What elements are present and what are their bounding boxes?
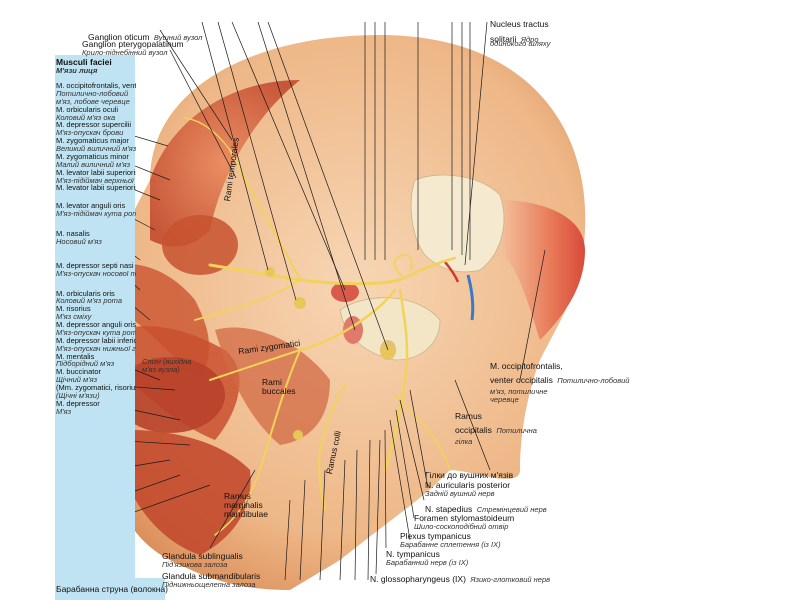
label-plexus-tympanicus: Plexus tympanicus Барабанне сплетення (і…	[400, 532, 501, 549]
label-foramen-stylomastoideum: Foramen stylomastoideum Шило-соскоподібн…	[414, 514, 514, 531]
muscle-item: M. levator labii superioris alaeque nasi	[56, 184, 136, 192]
muscle-item: М'яз-підіймач кута рота	[56, 210, 136, 218]
face-label-rami-buccales: Rami buccales	[262, 378, 296, 396]
muscle-panel-list: M. occipitofrontalis, venter Потилично-л…	[56, 82, 136, 416]
face-label-ramus-marginalis: Ramus marginalis mandibulae	[224, 492, 268, 519]
muscle-item: М'яз-опускач носової перегородки	[56, 270, 136, 278]
label-chorda-tympani-fibers: Барабанна струна (волокна)	[56, 580, 168, 597]
label-n-tympanicus: N. tympanicus Барабанний нерв (із IX)	[386, 550, 468, 567]
header-label-nucleus-tractus: Nucleus tractus	[490, 20, 549, 29]
label-occipitofrontalis-occipital: M. occipitofrontalis, venter occipitalis…	[490, 362, 629, 403]
label-glandula-sublingualis: Glandula sublingualis Під'язикова залоза	[162, 552, 243, 569]
label-glandula-submandibularis: Glandula submandibularis Піднижньощелепн…	[162, 572, 260, 589]
muscle-panel-title: Musculi faciei М'язи лиця	[56, 58, 112, 75]
header-label-solitary-tract-ua: одинокого шляху	[490, 40, 550, 48]
label-n-glossopharyngeus: N. glossopharyngeus (IX) Язико-глотковий…	[370, 570, 550, 587]
label-n-auricularis-posterior: N. auricularis posterior Задній вушний н…	[425, 481, 510, 498]
face-label-salivary-note: Слізн (вихідна м'яз вузла)	[142, 358, 191, 374]
muscle-item: М'яз	[56, 408, 136, 416]
muscle-item: Носовий м'яз	[56, 238, 136, 246]
header-label-ganglion-pterygopalatinum: Ganglion pterygopalatinum Крило-піднебін…	[82, 40, 184, 57]
label-ramus-occipitalis: Ramus occipitalis Потилична гілка	[455, 412, 537, 446]
